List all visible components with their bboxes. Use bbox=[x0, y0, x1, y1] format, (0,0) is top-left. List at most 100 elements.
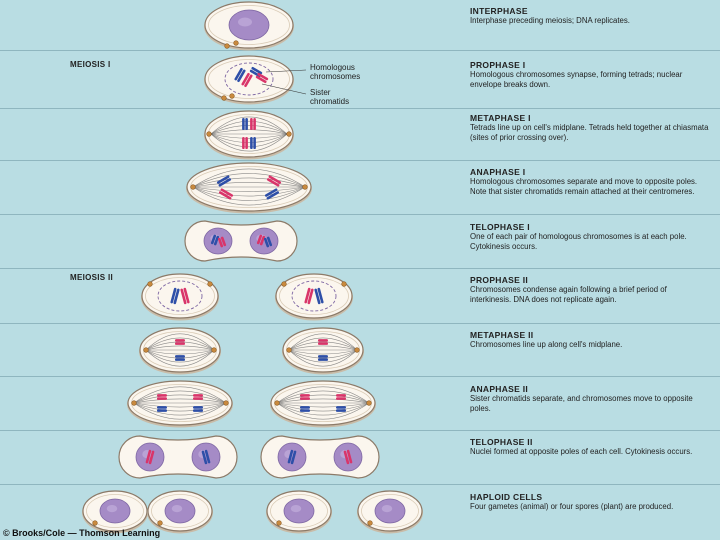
chromatid bbox=[251, 66, 263, 75]
nucleus-highlight bbox=[290, 505, 302, 513]
chromatid bbox=[220, 236, 227, 247]
chromatid bbox=[314, 288, 321, 305]
spindle-fiber bbox=[276, 386, 370, 404]
chromatid bbox=[318, 355, 328, 358]
stage-prophase-2: PROPHASE II Chromosomes condense again f… bbox=[470, 275, 710, 305]
separator-line bbox=[0, 430, 720, 431]
chromosome-blue bbox=[157, 406, 167, 412]
stage-title: ANAPHASE II bbox=[470, 384, 529, 394]
chromatid bbox=[216, 175, 230, 184]
spindle-fiber bbox=[145, 341, 215, 351]
chromatid bbox=[257, 72, 269, 81]
chromosome-blue bbox=[170, 287, 180, 305]
chromosome-red bbox=[300, 394, 310, 400]
chromatid bbox=[217, 237, 224, 248]
cell-inner-edge bbox=[145, 277, 215, 315]
spindle-fiber bbox=[133, 394, 227, 404]
nucleus-highlight bbox=[238, 17, 252, 27]
chromatid bbox=[193, 397, 203, 400]
spindle-fiber bbox=[210, 116, 288, 135]
callout-line: chromatids bbox=[310, 97, 350, 106]
chromosome-red bbox=[145, 449, 155, 465]
chromosome-red bbox=[255, 72, 269, 84]
cell-inner-edge bbox=[279, 277, 349, 315]
stage-description: Homologous chromosomes synapse, forming … bbox=[470, 70, 683, 89]
stage-haploid-cells: HAPLOID CELLS Four gametes (animal) or f… bbox=[470, 492, 710, 512]
chromatid bbox=[268, 175, 282, 184]
chromosome-blue bbox=[242, 118, 248, 130]
chromatid bbox=[180, 288, 187, 305]
spindle-fiber bbox=[288, 333, 358, 351]
cell-membrane bbox=[275, 273, 353, 319]
chromosome-blue bbox=[318, 355, 328, 361]
chromosome-blue bbox=[287, 449, 297, 465]
spindle-fiber bbox=[145, 349, 215, 363]
spindle-fiber bbox=[288, 341, 358, 351]
centriole bbox=[233, 40, 239, 46]
centriole bbox=[229, 93, 235, 99]
chromatid bbox=[336, 394, 346, 397]
chromatid bbox=[336, 406, 346, 409]
centriole bbox=[302, 184, 308, 190]
spindle-fiber bbox=[192, 177, 306, 188]
stage-description: Sister chromatids separate, and chromoso… bbox=[470, 394, 693, 413]
chromatid bbox=[218, 191, 232, 200]
spindle-fiber bbox=[145, 337, 215, 351]
spindle-fiber bbox=[276, 390, 370, 404]
spindle-fiber bbox=[192, 182, 306, 188]
chromosome-red bbox=[218, 188, 234, 200]
chromosome-red bbox=[266, 175, 282, 187]
stage-title: PROPHASE II bbox=[470, 275, 529, 285]
stage-description: Nuclei formed at opposite poles of each … bbox=[470, 447, 693, 456]
spindle-fiber bbox=[276, 398, 370, 404]
chromatid bbox=[317, 287, 324, 304]
separator-line bbox=[0, 108, 720, 109]
cell-inner-edge bbox=[208, 59, 290, 99]
separator-line bbox=[0, 376, 720, 377]
chromatid bbox=[318, 358, 328, 361]
chromatid bbox=[204, 449, 211, 464]
spindle-fiber bbox=[276, 394, 370, 404]
chromosome-red bbox=[193, 394, 203, 400]
spindle-fiber bbox=[276, 402, 370, 412]
chromatid bbox=[346, 449, 353, 464]
chromosome-red bbox=[256, 234, 266, 246]
stage-telophase-2: TELOPHASE II Nuclei formed at opposite p… bbox=[470, 437, 710, 457]
callout-leader bbox=[265, 69, 307, 73]
chromatid bbox=[175, 358, 185, 361]
stage-anaphase-1: ANAPHASE I Homologous chromosomes separa… bbox=[470, 167, 710, 197]
copyright-credit: © Brooks/Cole — Thomson Learning bbox=[3, 528, 161, 538]
centriole bbox=[143, 347, 149, 353]
spindle-fiber bbox=[210, 120, 288, 135]
chromosome-blue bbox=[314, 287, 324, 305]
separator-line bbox=[0, 323, 720, 324]
spindle-fiber bbox=[276, 402, 370, 420]
centriole bbox=[341, 281, 347, 287]
separator-line bbox=[0, 268, 720, 269]
chromatid bbox=[255, 75, 267, 84]
separator-line bbox=[0, 50, 720, 51]
stage-description: Homologous chromosomes separate and move… bbox=[470, 177, 698, 196]
nucleus-highlight bbox=[171, 505, 183, 513]
centriole bbox=[286, 347, 292, 353]
stage-title: ANAPHASE I bbox=[470, 167, 526, 177]
chromosome-red bbox=[304, 287, 314, 305]
chromatid bbox=[157, 394, 167, 397]
stage-prophase-1: PROPHASE I Homologous chromosomes synaps… bbox=[470, 60, 710, 90]
spindle-fiber bbox=[145, 349, 215, 355]
chromatid bbox=[173, 288, 180, 305]
spindle-fiber bbox=[288, 349, 358, 355]
meiosis-2-label: MEIOSIS II bbox=[70, 273, 114, 282]
chromatid bbox=[336, 397, 346, 400]
chromatid bbox=[148, 450, 155, 465]
stage-description: Chromosomes line up along cell's midplan… bbox=[470, 340, 623, 349]
chromatid bbox=[193, 394, 203, 397]
chromatid bbox=[193, 406, 203, 409]
spindle-fiber bbox=[133, 390, 227, 404]
chromosome-blue bbox=[250, 137, 256, 149]
centriole bbox=[207, 281, 213, 287]
chromatid bbox=[213, 235, 220, 246]
chromatid bbox=[218, 178, 232, 187]
spindle-fiber bbox=[210, 133, 288, 152]
